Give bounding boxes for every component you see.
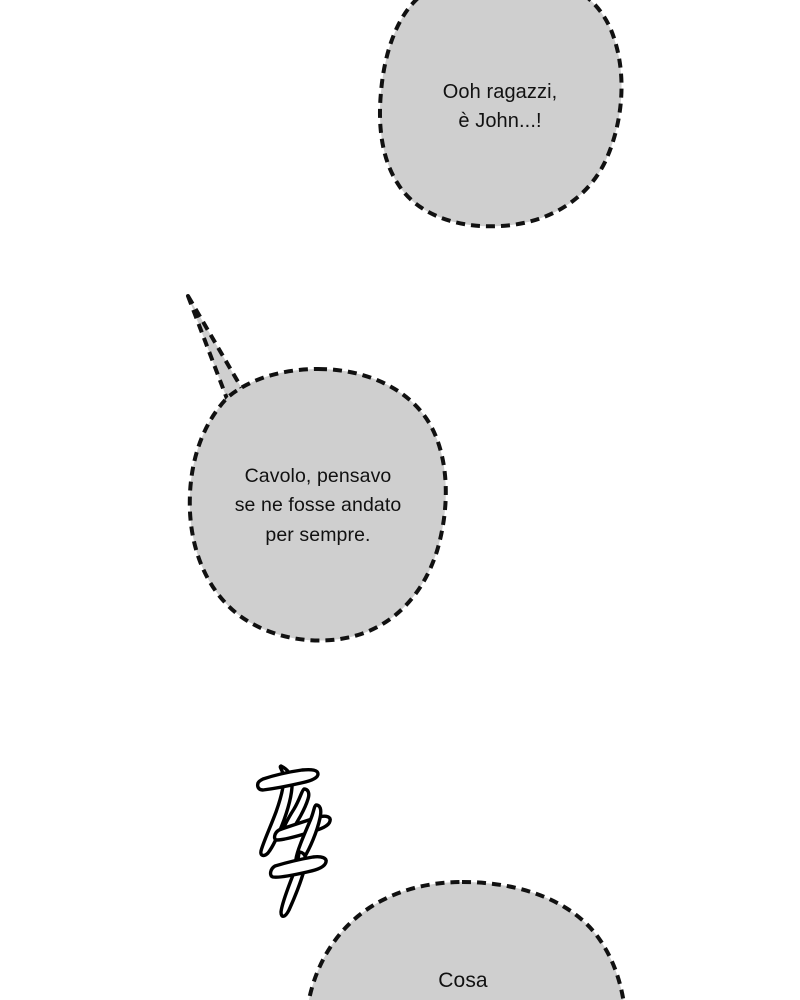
balloon-3-shape [306,879,626,1000]
balloon-3 [306,879,626,1000]
balloon-2 [186,294,448,643]
balloon-1-text: Ooh ragazzi, è John...! [442,81,558,132]
sfx-1 [255,764,332,918]
balloon-2-tail [186,294,250,414]
balloon-1 [377,0,624,229]
balloon-3-text: Cosa [438,969,488,992]
balloon-1-shape [377,0,624,229]
balloon-2-shape [187,366,448,643]
balloon-2-text: Cavolo, pensavo se ne fosse andato per s… [234,465,402,546]
